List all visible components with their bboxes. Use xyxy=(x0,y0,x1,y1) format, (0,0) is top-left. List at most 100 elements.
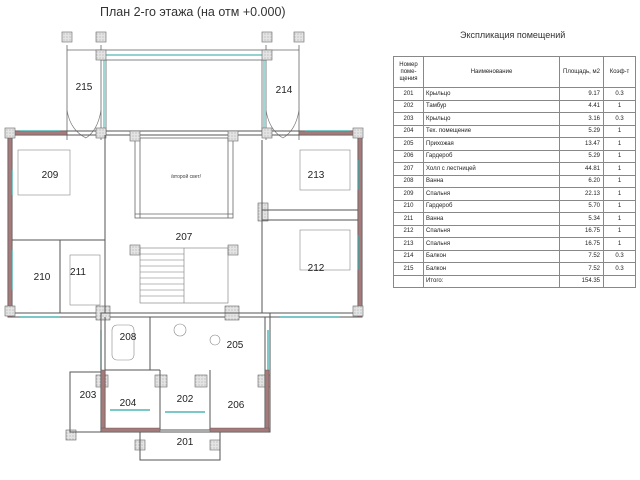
outer-walls xyxy=(7,130,363,318)
room-number-cell: 215 xyxy=(393,262,424,276)
room-area-cell: 13.47 xyxy=(559,137,604,151)
room-name-cell: Балкон xyxy=(423,249,560,263)
room-number-cell: 210 xyxy=(393,199,424,213)
header-number: Номер поме-щения xyxy=(393,56,424,88)
room-area-cell: 16.75 xyxy=(559,224,604,238)
plan-title: План 2-го этажа (на отм +0.000) xyxy=(100,5,286,19)
room-name-cell: Балкон xyxy=(423,262,560,276)
room-area-cell: 5.29 xyxy=(559,124,604,138)
room-name-cell: Тамбур xyxy=(423,99,560,113)
room-labels: 201 202 203 204 205 206 207 208 209 210 … xyxy=(34,82,325,448)
second-light-void xyxy=(134,137,234,219)
room-number-cell: 212 xyxy=(393,224,424,238)
room-number-cell: 208 xyxy=(393,174,424,188)
room-name-cell: Ванна xyxy=(423,212,560,226)
room-coef-cell: 1 xyxy=(603,162,636,176)
room-name-cell: Спальня xyxy=(423,187,560,201)
balcony-215 xyxy=(66,45,102,140)
room-number-cell: 209 xyxy=(393,187,424,201)
beds xyxy=(17,149,351,271)
total-label-cell: Итого: xyxy=(423,274,560,288)
room-area-cell: 4.41 xyxy=(559,99,604,113)
balcony-railings xyxy=(66,109,300,139)
lower-masonry xyxy=(100,369,270,433)
staircase xyxy=(139,247,229,304)
floor-plan: 201 202 203 204 205 206 207 208 209 210 … xyxy=(4,31,364,461)
room-area-cell: 5.34 xyxy=(559,212,604,226)
room-number-cell: 214 xyxy=(393,249,424,263)
room-coef-cell: 0.3 xyxy=(603,112,636,126)
room-area-cell: 5.70 xyxy=(559,199,604,213)
room-area-cell: 5.29 xyxy=(559,149,604,163)
room-schedule-table: Номер поме-щения Наименование Площадь, м… xyxy=(393,56,636,288)
room-203-label: 203 xyxy=(80,390,97,401)
room-name-cell: Крыльцо xyxy=(423,87,560,101)
room-208-label: 208 xyxy=(120,332,137,343)
room-coef-cell: 1 xyxy=(603,124,636,138)
room-name-cell: Ванна xyxy=(423,174,560,188)
room-area-cell: 6.20 xyxy=(559,174,604,188)
header-coef: Коэф-т xyxy=(603,56,636,88)
total-row: Итого:154.35 xyxy=(393,274,636,288)
header-area: Площадь, м2 xyxy=(559,56,604,88)
room-coef-cell: 1 xyxy=(603,174,636,188)
room-number-cell: 201 xyxy=(393,87,424,101)
room-number-cell: 204 xyxy=(393,124,424,138)
room-area-cell: 7.52 xyxy=(559,262,604,276)
total-empty-cell xyxy=(393,274,424,288)
room-209-label: 209 xyxy=(42,170,59,181)
room-coef-cell: 1 xyxy=(603,224,636,238)
room-coef-cell: 0.3 xyxy=(603,87,636,101)
room-coef-cell: 0.3 xyxy=(603,249,636,263)
room-area-cell: 44.81 xyxy=(559,162,604,176)
bath-fixtures xyxy=(69,254,221,361)
room-206-label: 206 xyxy=(228,400,245,411)
room-area-cell: 3.16 xyxy=(559,112,604,126)
room-number-cell: 202 xyxy=(393,99,424,113)
room-coef-cell: 1 xyxy=(603,137,636,151)
room-number-cell: 213 xyxy=(393,237,424,251)
room-213-label: 213 xyxy=(308,170,325,181)
room-211-label: 211 xyxy=(70,267,86,278)
room-area-cell: 7.52 xyxy=(559,249,604,263)
room-coef-cell: 1 xyxy=(603,187,636,201)
room-coef-cell: 1 xyxy=(603,237,636,251)
room-name-cell: Тех. помещение xyxy=(423,124,560,138)
room-coef-cell: 0.3 xyxy=(603,262,636,276)
room-coef-cell: 1 xyxy=(603,149,636,163)
total-coef-empty-cell xyxy=(603,274,636,288)
room-area-cell: 16.75 xyxy=(559,237,604,251)
room-205-label: 205 xyxy=(227,340,244,351)
room-coef-cell: 1 xyxy=(603,212,636,226)
room-number-cell: 205 xyxy=(393,137,424,151)
room-coef-cell: 1 xyxy=(603,99,636,113)
table-header-row: Номер поме-щения Наименование Площадь, м… xyxy=(393,56,636,88)
room-name-cell: Прихожая xyxy=(423,137,560,151)
room-name-cell: Гардероб xyxy=(423,149,560,163)
room-215-label: 215 xyxy=(76,82,93,93)
room-number-cell: 206 xyxy=(393,149,424,163)
room-204-label: 204 xyxy=(120,398,137,409)
header-name: Наименование xyxy=(423,56,560,88)
room-214-label: 214 xyxy=(276,85,293,96)
room-coef-cell: 1 xyxy=(603,199,636,213)
central-frame xyxy=(100,49,267,135)
room-212-label: 212 xyxy=(308,263,325,274)
room-name-cell: Крыльцо xyxy=(423,112,560,126)
room-name-cell: Спальня xyxy=(423,237,560,251)
room-210-label: 210 xyxy=(34,272,51,283)
